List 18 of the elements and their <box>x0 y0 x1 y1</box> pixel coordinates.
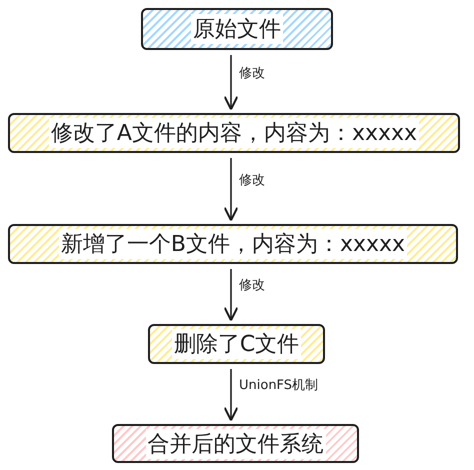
box-label: 合并后的文件系统 <box>146 428 326 458</box>
edge-label: 修改 <box>237 64 267 82</box>
arrow <box>224 55 238 110</box>
process-box <box>148 324 325 364</box>
edge-label: 修改 <box>237 276 267 294</box>
box-label: 原始文件 <box>191 14 283 44</box>
arrow <box>224 369 238 422</box>
result-box <box>112 424 359 463</box>
edge-label: UnionFS机制 <box>237 376 320 394</box>
arrow <box>224 158 238 222</box>
process-box <box>141 8 333 50</box>
arrow <box>224 269 238 322</box>
box-label: 删除了C文件 <box>172 329 302 359</box>
edge-label: 修改 <box>237 170 267 188</box>
process-box <box>8 224 458 264</box>
box-label: 新增了一个B文件，内容为：xxxxx <box>58 229 408 259</box>
process-box <box>8 113 460 153</box>
box-label: 修改了A文件的内容，内容为：xxxxx <box>48 118 420 148</box>
